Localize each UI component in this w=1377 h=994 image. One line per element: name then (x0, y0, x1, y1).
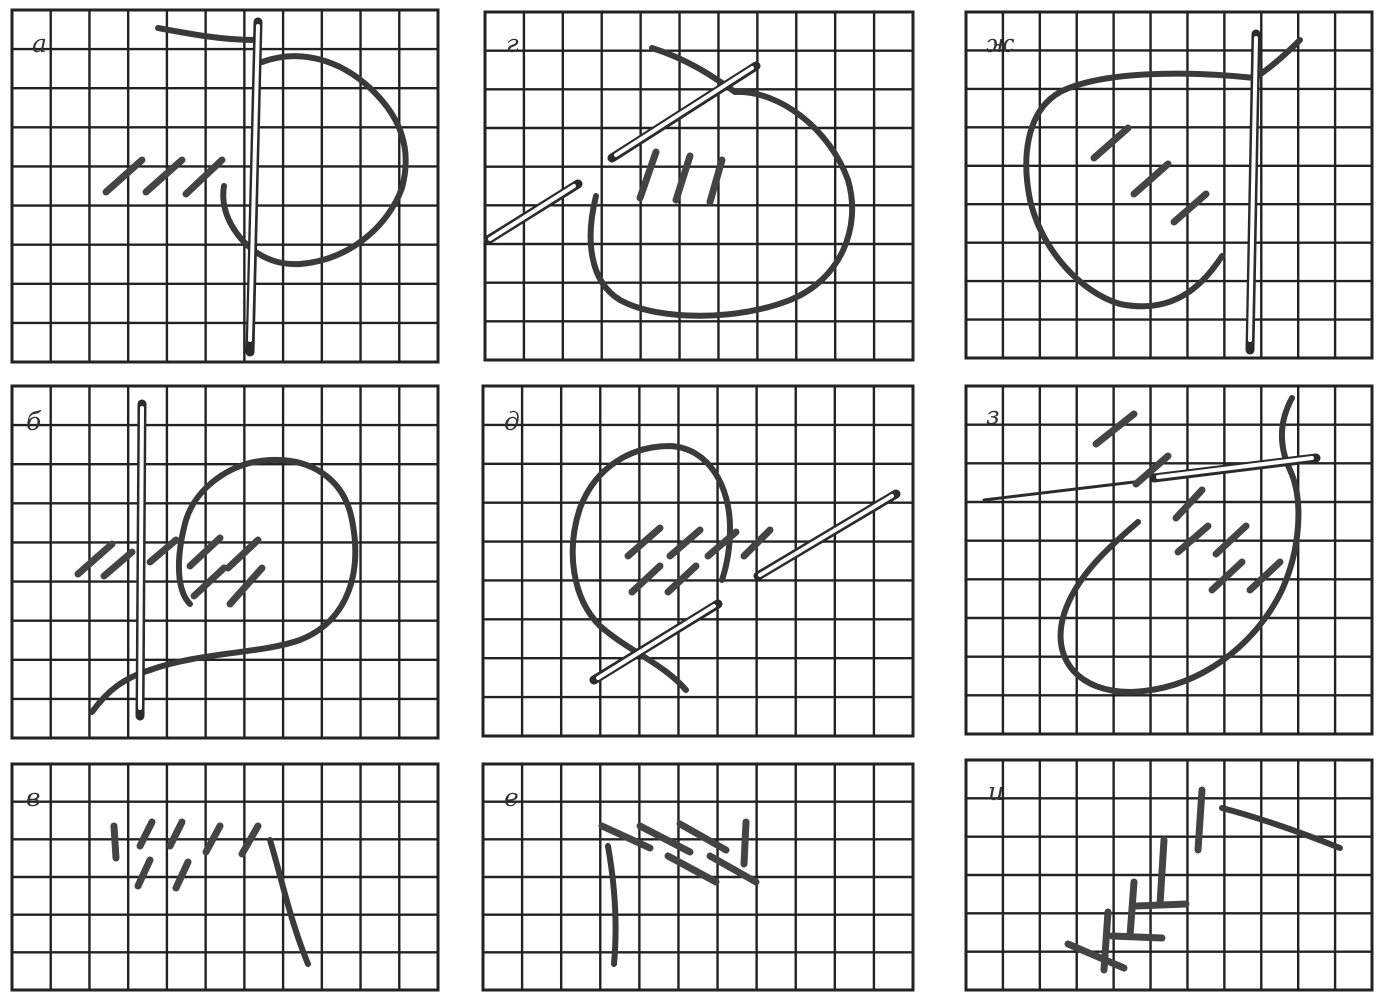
panel-z-label: з (986, 401, 1000, 430)
panel-d-stitch (632, 566, 660, 592)
panel-b-stitch (228, 540, 258, 568)
panel-i-stitch (1130, 882, 1134, 936)
panel-g-stitch (640, 152, 656, 198)
panel-i-stitch (1198, 790, 1202, 850)
panel-g-stitch (676, 156, 690, 200)
panel-v-stitch (170, 822, 182, 846)
panel-v-thread (270, 840, 308, 964)
panel-d: д (483, 386, 913, 736)
panel-z-frame (966, 386, 1372, 734)
panel-v-stitch (138, 860, 150, 886)
panel-b-thread-loop (92, 460, 355, 712)
panel-z-thread-trail (984, 482, 1134, 500)
panel-b-frame (12, 386, 438, 738)
panel-zh-stitch (1094, 128, 1128, 158)
panel-i-stitch (1112, 936, 1162, 938)
panel-a-stitch (106, 160, 142, 192)
panel-d-grid (483, 386, 913, 736)
panel-v: в (12, 764, 438, 990)
panel-v-stitch (176, 862, 188, 888)
panel-b-stitch (230, 568, 262, 604)
panel-zh-stitch (1174, 194, 1206, 222)
panel-zh-label: ж (986, 29, 1015, 58)
panel-d-thread-loop (573, 446, 730, 690)
panel-zh: ж (966, 12, 1372, 358)
panel-i-thread (1222, 808, 1340, 848)
panel-z: з (966, 386, 1372, 734)
panel-e-thread (608, 846, 616, 964)
panel-v-stitch (140, 822, 152, 846)
panel-d-stitch (668, 566, 696, 592)
panel-i: и (966, 760, 1372, 990)
panel-z-stitch (1212, 562, 1242, 590)
panel-g-label: г (506, 29, 519, 58)
panel-d-stitch (670, 530, 700, 556)
panel-d-label: д (504, 407, 520, 436)
panel-v-grid (12, 764, 438, 990)
panel-a-label: а (32, 29, 47, 58)
panel-z-stitch (1176, 490, 1202, 518)
panel-i-stitch (1136, 904, 1186, 906)
panel-d-frame (483, 386, 913, 736)
panel-i-stitch (1160, 840, 1164, 904)
panel-e-stitch (744, 822, 746, 864)
panel-i-grid (966, 760, 1372, 990)
panel-b: б (12, 386, 438, 738)
panel-b-label: б (26, 407, 42, 436)
panel-b-grid (12, 386, 438, 738)
panel-a-stitch (186, 160, 222, 194)
panel-e-stitch (680, 824, 726, 850)
panel-a-stitch (146, 160, 182, 192)
panel-g: г (485, 12, 913, 360)
panel-a: а (12, 10, 438, 362)
panel-z-stitch (1250, 562, 1280, 590)
panel-i-label: и (988, 777, 1004, 806)
panel-v-stitch (114, 826, 116, 858)
panel-z-grid (966, 386, 1372, 734)
panel-z-stitch (1178, 526, 1208, 552)
panel-e-label: е (504, 783, 519, 812)
panel-e-grid (483, 764, 913, 990)
panel-z-stitch (1096, 414, 1134, 444)
panel-v-label: в (26, 783, 41, 812)
panel-e: е (483, 764, 913, 990)
